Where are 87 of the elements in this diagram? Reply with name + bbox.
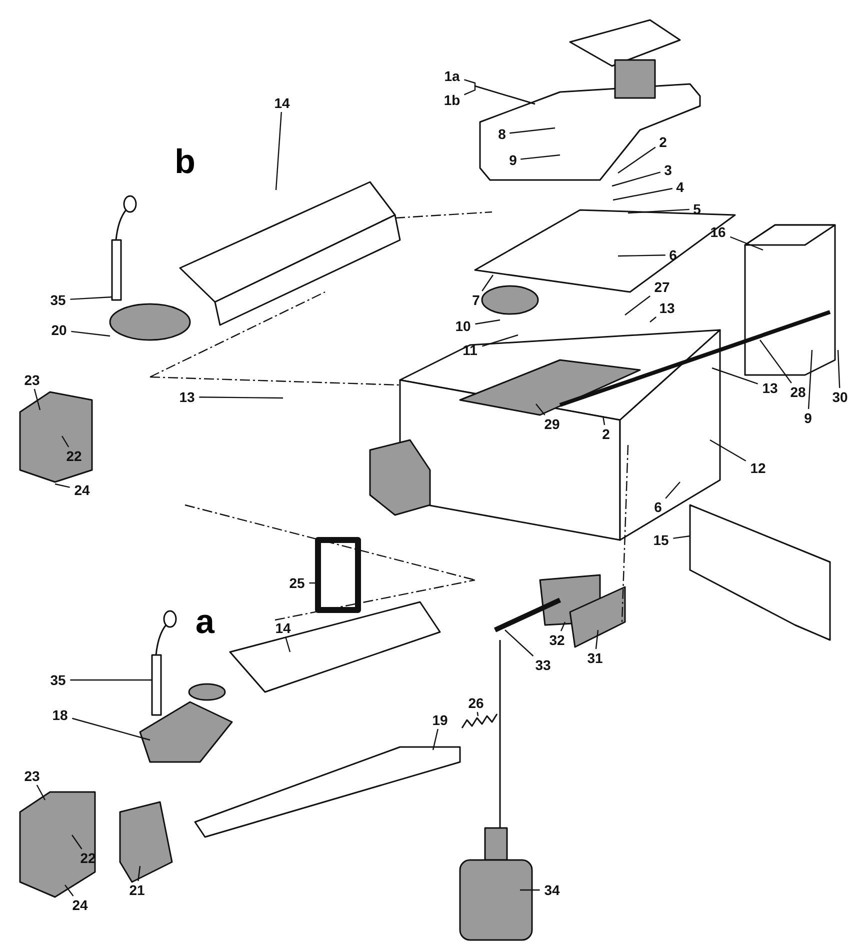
- leader-line: [199, 396, 283, 399]
- leader-line: [138, 866, 141, 882]
- callout-number: 23: [24, 768, 40, 784]
- leader-line: [475, 319, 500, 325]
- callout-number: 30: [832, 389, 848, 405]
- leader-line: [650, 316, 656, 322]
- leader-line: [482, 274, 494, 292]
- leader-line: [482, 334, 518, 347]
- leader-line: [710, 439, 746, 462]
- callout-number: 35: [50, 672, 66, 688]
- view-letter: b: [174, 144, 196, 180]
- view-letter: a: [196, 604, 214, 640]
- callout-number: 3: [664, 162, 672, 178]
- callout-number: 24: [74, 482, 90, 498]
- callout-number: 28: [790, 384, 806, 400]
- leader-line: [560, 622, 566, 632]
- callout-number: 14: [275, 620, 291, 636]
- callout-number: 9: [509, 152, 517, 168]
- leader-line: [64, 884, 74, 896]
- leader-line: [673, 535, 690, 539]
- leader-line: [54, 483, 70, 488]
- leader-line: [70, 296, 112, 300]
- callout-number: 34: [544, 882, 560, 898]
- leader-line: [476, 712, 479, 716]
- leader-line: [34, 388, 41, 410]
- leader-line: [71, 330, 110, 337]
- callout-number: 10: [455, 318, 471, 334]
- leader-line: [760, 340, 792, 384]
- leader-line: [61, 436, 70, 448]
- callout-number: 24: [72, 897, 88, 913]
- callout-number: 22: [66, 448, 82, 464]
- callout-number: 15: [653, 532, 669, 548]
- callout-number: 1b: [444, 92, 460, 108]
- leader-line: [536, 404, 546, 416]
- callout-number: 31: [587, 650, 603, 666]
- callout-number: 13: [659, 300, 675, 316]
- leader-line: [36, 784, 46, 800]
- callout-number: 29: [544, 416, 560, 432]
- callout-number: 18: [52, 707, 68, 723]
- leader-line: [837, 350, 840, 388]
- leader-line: [612, 172, 661, 187]
- leader-line: [665, 482, 680, 499]
- leader-line: [464, 85, 536, 105]
- leader-line: [730, 236, 764, 251]
- callout-number: 4: [676, 179, 684, 195]
- callout-number: 35: [50, 292, 66, 308]
- leader-line: [520, 154, 560, 160]
- callout-number: 6: [654, 499, 662, 515]
- leader-line: [72, 718, 150, 741]
- leader-line: [628, 208, 690, 214]
- callout-number: 33: [535, 657, 551, 673]
- leader-line: [612, 188, 673, 201]
- leader-line: [624, 296, 650, 316]
- leader-line: [618, 254, 666, 257]
- callout-number: 16: [710, 224, 726, 240]
- callout-number: 20: [51, 322, 67, 338]
- callout-number: 13: [179, 389, 195, 405]
- leader-line: [70, 679, 152, 681]
- leader-line: [602, 416, 606, 426]
- callout-number: 13: [762, 380, 778, 396]
- leader-line: [595, 630, 599, 650]
- callout-number: 32: [549, 632, 565, 648]
- callout-number: 7: [472, 292, 480, 308]
- leader-line: [285, 636, 291, 652]
- callout-number: 14: [274, 95, 290, 111]
- leader-line: [618, 146, 656, 174]
- leader-line: [432, 728, 438, 750]
- callout-number: 22: [80, 850, 96, 866]
- callout-number: 2: [659, 134, 667, 150]
- leader-line: [510, 127, 556, 134]
- callout-number: 19: [432, 712, 448, 728]
- callout-number: 26: [468, 695, 484, 711]
- leader-line: [504, 630, 534, 656]
- callout-number: 23: [24, 372, 40, 388]
- callout-number: 9: [804, 410, 812, 426]
- leader-line: [520, 889, 540, 891]
- callout-number: 8: [498, 126, 506, 142]
- callout-number: 21: [129, 882, 145, 898]
- callout-number: 12: [750, 460, 766, 476]
- leader-line: [808, 350, 813, 410]
- callout-number: 2: [602, 426, 610, 442]
- callout-number: 25: [289, 575, 305, 591]
- leader-line: [72, 834, 82, 850]
- callout-number: 1a: [444, 68, 460, 84]
- leader-line: [275, 112, 282, 190]
- callout-number: 27: [654, 279, 670, 295]
- leader-line: [712, 367, 758, 384]
